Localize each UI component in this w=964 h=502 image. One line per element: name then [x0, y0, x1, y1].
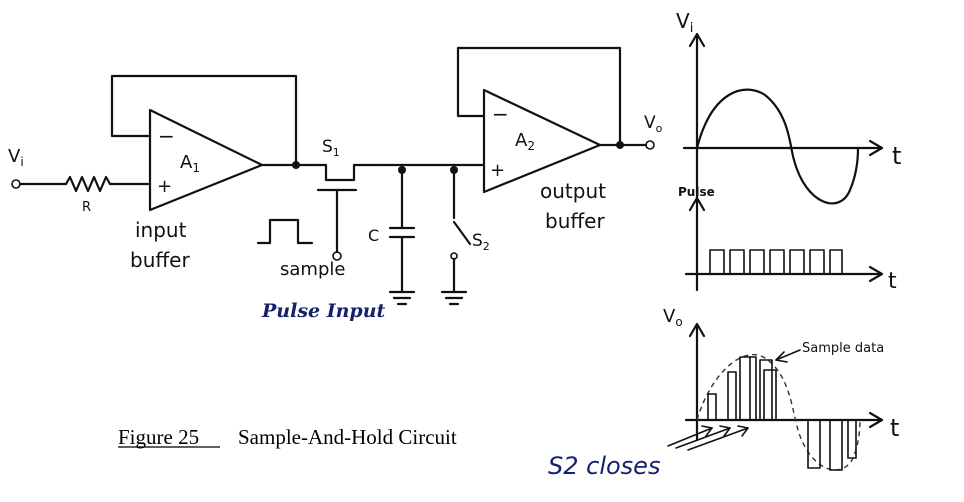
sample-pulse-glyph: [256, 218, 314, 245]
pulse-input-label: Pulse Input: [261, 300, 386, 322]
sample-data-label: Sample data: [802, 341, 884, 356]
op-amp-a2: [482, 88, 602, 194]
vo-t-label: t: [890, 414, 899, 442]
op-amp-a2-label: A2: [515, 130, 535, 153]
switch-s1-label: S1: [322, 137, 340, 159]
resistor: [64, 175, 112, 193]
capacitor-label: C: [368, 226, 379, 245]
pulse-train: [705, 249, 843, 275]
a2-feedback-wire: [456, 46, 622, 147]
pulse-t-label: t: [888, 269, 897, 294]
circuit-schematic: Vi R − + A1 S1 sample Pulse Input: [8, 46, 663, 322]
vi-sine-wave: [695, 88, 860, 205]
input-terminal: [11, 179, 21, 189]
figure-caption: Figure 25 Sample-And-Hold Circuit: [118, 425, 457, 449]
capacitor-ground: [388, 290, 416, 306]
output-buffer-label-line2: buffer: [545, 209, 605, 233]
s2-closes-label: S2 closes: [548, 452, 660, 480]
pulse-axis-label: Pulse: [678, 185, 715, 199]
switch-s2: [452, 220, 472, 246]
sample-data-pointer: [775, 349, 801, 361]
vo-sample-steps: [707, 356, 857, 471]
switch-s2-label: S2: [472, 231, 490, 253]
a2-output-node: [616, 141, 624, 149]
vi-axis-label: Vi: [676, 9, 693, 36]
resistor-label: R: [82, 200, 91, 215]
output-buffer-label: output: [540, 179, 606, 203]
output-terminal: [645, 140, 655, 150]
op-amp-a1-label: A1: [180, 152, 200, 175]
input-buffer-label: input: [135, 218, 187, 242]
a1-output-node: [292, 161, 300, 169]
vo-reference-sine: [696, 353, 861, 471]
op-amp-a1-minus: −: [158, 124, 175, 148]
sample-label: sample: [280, 259, 345, 280]
output-voltage-label: Vo: [644, 113, 663, 135]
op-amp-a2-plus: +: [490, 160, 505, 181]
sample-input-terminal: [332, 251, 342, 261]
vo-axis-label: Vo: [663, 306, 683, 329]
op-amp-a1: [148, 108, 264, 212]
switch-s1: [314, 163, 382, 182]
vi-t-label: t: [892, 142, 901, 170]
s2-closes-arrows: [667, 427, 749, 451]
waveform-panel: t Vi t Pulse t Vo: [548, 9, 901, 480]
op-amp-a2-minus: −: [492, 102, 509, 126]
switch-s2-ground: [440, 290, 468, 306]
figure-title: Sample-And-Hold Circuit: [238, 425, 457, 449]
input-buffer-label-line2: buffer: [130, 248, 190, 272]
op-amp-a1-plus: +: [157, 176, 172, 197]
input-voltage-label: Vi: [8, 146, 24, 169]
a1-feedback-wire: [110, 74, 298, 167]
figure-number: Figure 25: [118, 425, 199, 449]
